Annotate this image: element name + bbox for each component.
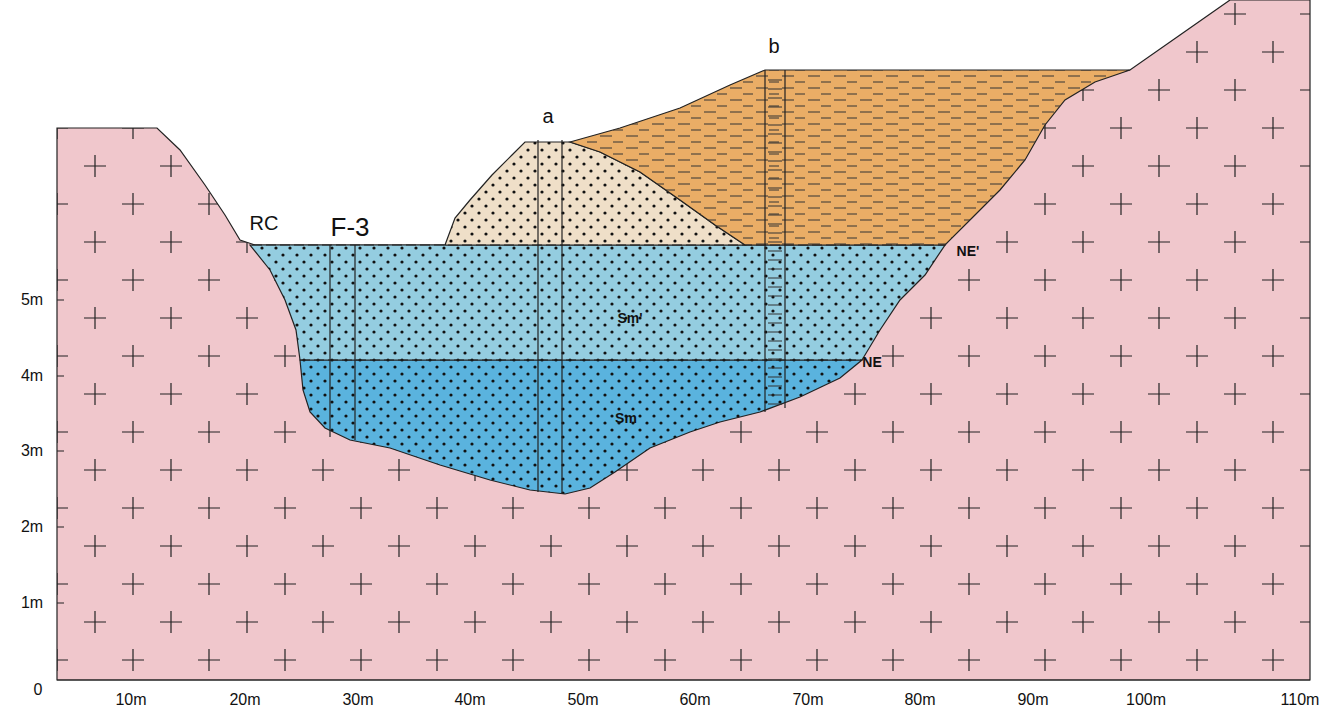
borehole-tick (768, 332, 782, 333)
level-label: NE (862, 355, 881, 369)
borehole-tick (768, 98, 782, 99)
borehole-tick (768, 359, 782, 360)
borehole-tick (768, 287, 782, 288)
borehole-tick (768, 377, 782, 378)
borehole-label: a (542, 106, 553, 126)
axis-label: 80m (904, 692, 935, 708)
borehole-tick (768, 341, 782, 342)
axis-label: 110m (1281, 692, 1320, 708)
borehole-tick (768, 350, 782, 351)
borehole-tick (768, 206, 782, 207)
borehole-tick (768, 143, 782, 144)
borehole-tick (768, 215, 782, 216)
axis-label: 40m (454, 692, 485, 708)
axis-label: 2m (21, 519, 43, 535)
site-label: RC (250, 213, 279, 233)
borehole-tick (768, 269, 782, 270)
borehole-tick (768, 368, 782, 369)
axis-label: 70m (792, 692, 823, 708)
axis-label: 0 (34, 682, 43, 698)
axis-label: 3m (21, 443, 43, 459)
borehole-tick (768, 152, 782, 153)
borehole-tick (768, 116, 782, 117)
borehole-tick (768, 89, 782, 90)
layer-label: Sm' (617, 311, 642, 325)
borehole-tick (768, 224, 782, 225)
borehole-tick (768, 233, 782, 234)
axis-label: 30m (342, 692, 373, 708)
axis-label: 4m (21, 368, 43, 384)
borehole-tick (768, 197, 782, 198)
layer-label: Sm (615, 411, 637, 425)
borehole-tick (768, 107, 782, 108)
level-label: NE' (957, 244, 980, 258)
axis-label: 60m (679, 692, 710, 708)
borehole-tick (768, 260, 782, 261)
axis-label: 100m (1126, 692, 1166, 708)
borehole-tick (768, 242, 782, 243)
axis-label: 50m (567, 692, 598, 708)
borehole-tick (768, 134, 782, 135)
borehole-tick (768, 179, 782, 180)
borehole-tick (768, 161, 782, 162)
borehole-tick (768, 323, 782, 324)
borehole-tick (768, 314, 782, 315)
borehole-tick (768, 188, 782, 189)
axis-label: 10m (115, 692, 146, 708)
borehole-tick (768, 278, 782, 279)
borehole-tick (768, 386, 782, 387)
borehole-label: b (768, 36, 779, 56)
borehole-tick (768, 170, 782, 171)
borehole-tick (768, 296, 782, 297)
borehole-label: F-3 (331, 214, 370, 240)
borehole-tick (768, 125, 782, 126)
borehole-tick (768, 395, 782, 396)
borehole-tick (768, 404, 782, 405)
axis-label: 20m (229, 692, 260, 708)
borehole-tick (768, 80, 782, 81)
axis-label: 1m (21, 595, 43, 611)
axis-label: 90m (1017, 692, 1048, 708)
borehole-tick (768, 251, 782, 252)
borehole-tick (768, 305, 782, 306)
axis-label: 5m (21, 292, 43, 308)
